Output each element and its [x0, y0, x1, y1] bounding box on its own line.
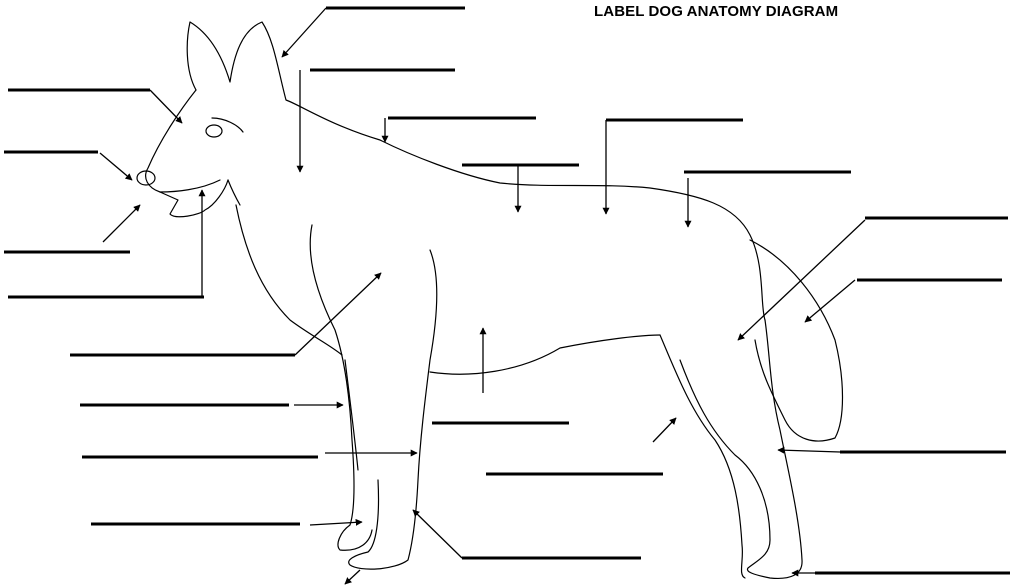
arrow-foreleg-toes: [345, 570, 360, 584]
arrow-lips: [103, 205, 140, 242]
pointer-arrows: [100, 8, 865, 584]
arrow-shoulder: [295, 273, 381, 355]
dog-mouth-line: [160, 180, 220, 192]
dog-head-outline: [187, 22, 765, 320]
arrow-croup: [738, 220, 865, 340]
diagram-title: LABEL DOG ANATOMY DIAGRAM: [594, 3, 838, 20]
arrow-stop: [150, 90, 182, 123]
dog-jaw-line: [228, 180, 240, 205]
label-blanks: [4, 8, 1010, 573]
arrow-nose: [100, 153, 132, 180]
arrow-ear: [282, 8, 326, 57]
arrow-stifle: [413, 510, 462, 558]
dog-outline: [137, 22, 843, 578]
dog-belly-outline: [430, 335, 660, 374]
arrow-pastern: [653, 418, 676, 442]
dog-rear-leg-outer: [680, 320, 802, 578]
arrow-front-paw: [310, 522, 362, 525]
dog-face-outline: [146, 90, 228, 217]
dog-tail: [750, 240, 843, 441]
dog-chest-outline: [236, 205, 342, 355]
arrow-hock: [778, 450, 840, 452]
arrow-tail: [805, 280, 855, 322]
dog-eye: [206, 125, 222, 137]
dog-front-leg-front: [349, 250, 437, 569]
dog-front-leg-back: [310, 225, 372, 550]
dog-rear-leg-inner: [660, 335, 745, 578]
